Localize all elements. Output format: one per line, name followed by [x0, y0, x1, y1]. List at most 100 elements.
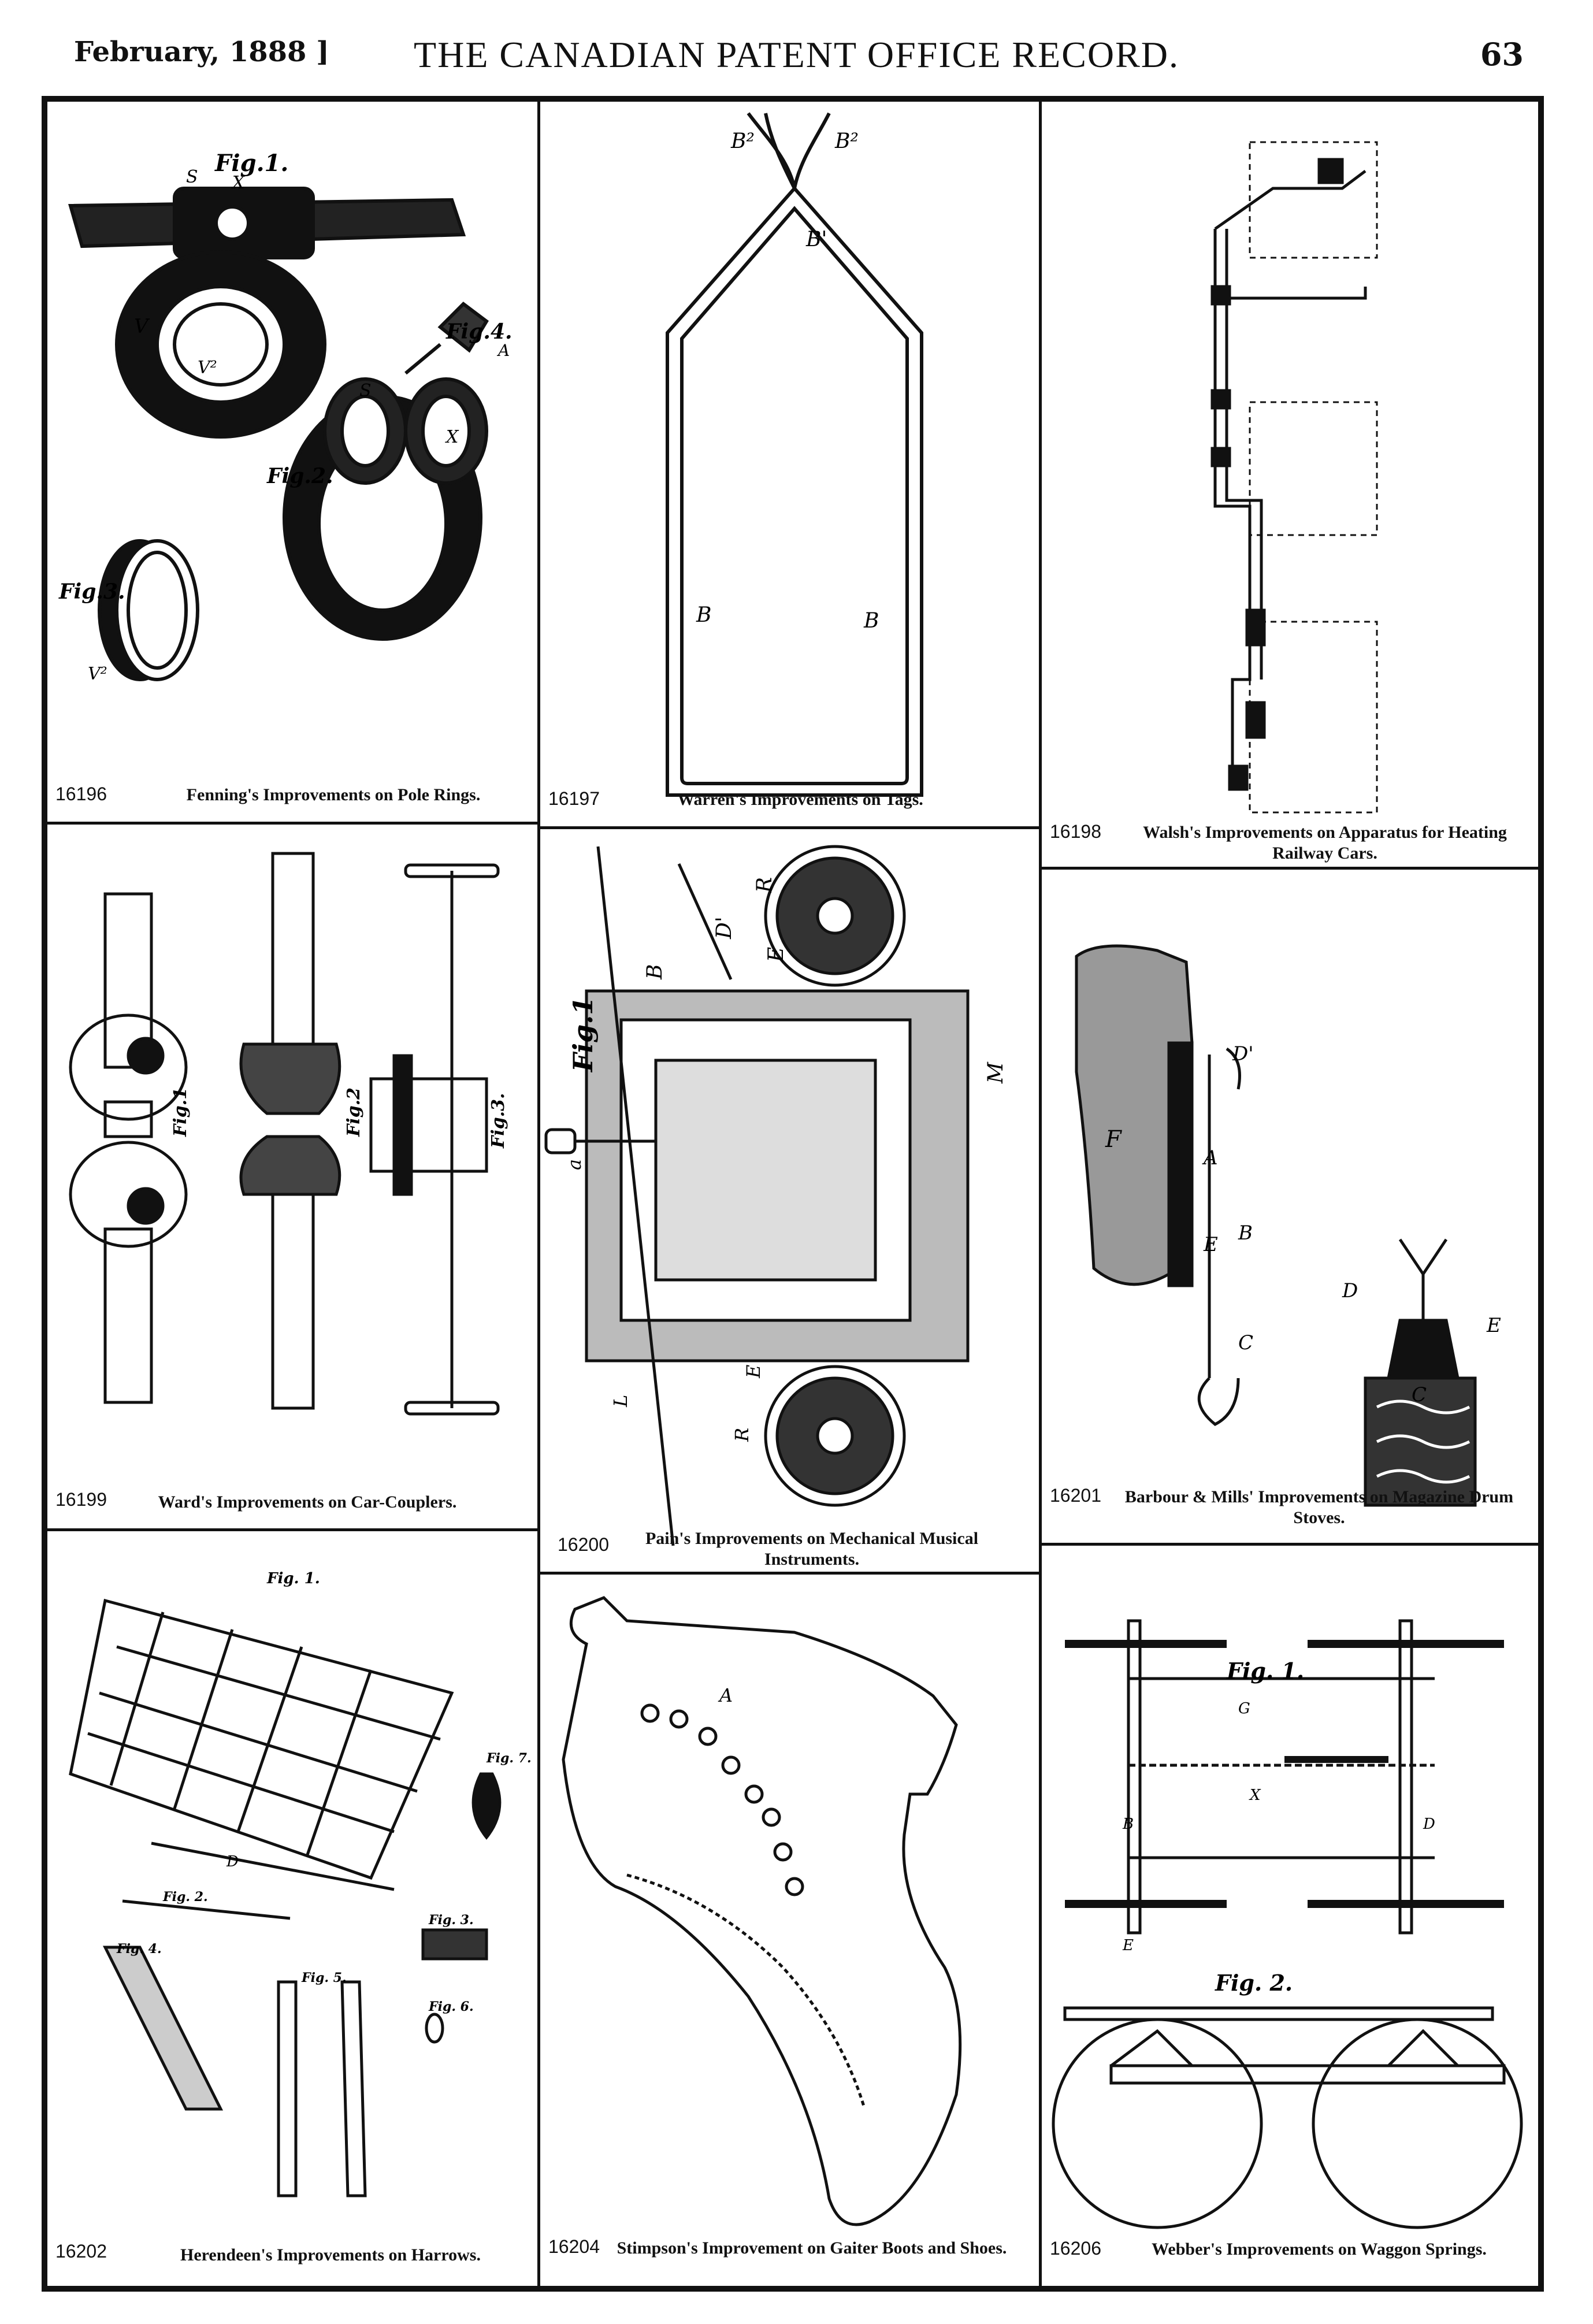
patent-caption: Fenning's Improvements on Pole Rings. [186, 785, 481, 804]
row-divider-col3-a [1041, 867, 1539, 870]
fig-label: Fig. 7. [486, 1751, 532, 1766]
part-label: B [863, 609, 879, 633]
waggon-spring-labels: Fig. 1. G X B D E Fig. 2. [1122, 1658, 1435, 1996]
pole-ring-labels: Fig.1. S X V V² Fig.4. A S X Fig.2. Fig.… [58, 150, 513, 684]
drum-stove-labels: D' F A B E C D E C [1105, 1042, 1501, 1406]
fig-label: Fig.3. [488, 1093, 508, 1149]
row-divider-col2-a [539, 826, 1040, 829]
musical-instrument-illustration [544, 845, 970, 1546]
fig-label: Fig.2 [344, 1087, 364, 1137]
musical-instrument-labels: Fig.1 B D' R E M a L E R [563, 877, 1008, 1442]
part-label: V² [198, 358, 217, 378]
part-label: E [1122, 1937, 1134, 1954]
patent-caption: Webber's Improvements on Waggon Springs. [1152, 2240, 1487, 2259]
part-label: B [1122, 1816, 1134, 1833]
patent-panel-16206: Fig. 1. G X B D E Fig. 2. 16206 Webber's… [1042, 1546, 1539, 2285]
harrow-labels: Fig. 1. Fig. 7. D Fig. 2. Fig. 3. Fig. 4… [116, 1570, 532, 2014]
patent-caption: Walsh's Improvements on Apparatus for He… [1143, 823, 1507, 863]
part-label: D [1423, 1816, 1435, 1833]
part-label: M [984, 1061, 1008, 1084]
part-label: a [563, 1159, 585, 1170]
part-label: C [1238, 1331, 1253, 1354]
part-label: R [753, 877, 777, 893]
part-label: E [742, 1365, 764, 1379]
tag-labels: B² B² B' B B [696, 129, 879, 633]
patent-number: 16199 [55, 1489, 107, 1510]
issue-date: February, 1888 ] [74, 36, 329, 68]
tag-illustration [666, 112, 923, 797]
patent-panel-16200: Fig.1 B D' R E M a L E R 16200 Pain's Im… [540, 829, 1039, 1572]
part-label: X [231, 173, 246, 193]
fig-label: Fig. 2. [1215, 1970, 1293, 1996]
fig-label: Fig.3. [58, 580, 125, 604]
part-label: D' [1232, 1042, 1254, 1066]
harrow-illustration [69, 1598, 502, 2197]
fig-label: Fig.2. [266, 464, 333, 488]
patent-caption: Ward's Improvements on Car-Couplers. [158, 1493, 457, 1512]
patent-caption: Herendeen's Improvements on Harrows. [180, 2245, 481, 2264]
column-divider-1 [537, 102, 540, 2286]
waggon-spring-illustration [1052, 1619, 1523, 2229]
fig-label: Fig.1 [567, 997, 599, 1073]
part-label: B [1238, 1222, 1253, 1245]
patent-number: 16204 [548, 2236, 600, 2257]
part-label: G [1238, 1700, 1250, 1717]
patent-panel-16202: Fig. 1. Fig. 7. D Fig. 2. Fig. 3. Fig. 4… [47, 1531, 537, 2285]
fig-label: Fig. 2. [162, 1889, 208, 1905]
row-divider-col2-b [539, 1572, 1040, 1575]
part-label: A [496, 341, 510, 360]
part-label: E [1486, 1314, 1501, 1337]
gaiter-boot-labels: A [718, 1684, 733, 1706]
part-label: B [696, 603, 711, 627]
patent-caption: Pain's Improvements on Mechanical Musica… [645, 1529, 979, 1569]
part-label: A [1202, 1146, 1218, 1170]
patent-caption: Barbour & Mills' Improvements on Magazin… [1124, 1487, 1514, 1527]
part-label: X [445, 427, 459, 447]
fig-label: Fig.4. [445, 320, 513, 344]
part-label: D [226, 1853, 239, 1870]
row-divider-col1-a [47, 822, 539, 825]
drum-stove-illustration [1075, 944, 1477, 1507]
page-number: 63 [1480, 36, 1524, 73]
fig-label: Fig. 6. [428, 1999, 474, 2014]
part-label: C [1412, 1383, 1427, 1406]
patent-panel-16199: Fig.1 Fig.2 Fig.3. 16199 Ward's Improvem… [47, 825, 537, 1528]
patent-number: 16196 [55, 784, 107, 804]
part-label: S [186, 167, 198, 187]
car-coupler-illustration [69, 852, 500, 1416]
patent-panel-16197: B² B² B' B B 16197 Warren's Improvements… [540, 102, 1039, 826]
patent-number: 16201 [1050, 1485, 1101, 1506]
patent-panel-16196: Fig.1. S X V V² Fig.4. A S X Fig.2. Fig.… [47, 102, 537, 822]
patent-panel-16198: 16198 Walsh's Improvements on Apparatus … [1042, 102, 1539, 867]
fig-label: Fig. 1. [266, 1570, 320, 1587]
part-label: D [1342, 1279, 1358, 1302]
heating-pipe-illustration [1210, 141, 1378, 814]
patent-number: 16202 [55, 2241, 107, 2262]
pole-ring-illustration [68, 187, 489, 681]
fig-label: Fig. 4. [116, 1941, 162, 1957]
column-divider-2 [1039, 102, 1042, 2286]
fig-label: Fig.1 [170, 1087, 191, 1137]
part-label: R [731, 1428, 753, 1442]
patent-number: 16206 [1050, 2238, 1101, 2259]
part-label: F [1105, 1126, 1122, 1153]
plate-frame [42, 96, 1544, 2292]
part-label: L [610, 1395, 632, 1408]
patent-caption: Warren's Improvements on Tags. [677, 790, 923, 809]
part-label: B' [805, 228, 827, 251]
patent-number: 16200 [558, 1534, 609, 1555]
fig-label: Fig. 5. [301, 1970, 347, 1985]
page-header: February, 1888 ] THE CANADIAN PATENT OFF… [0, 0, 1593, 92]
publication-title: THE CANADIAN PATENT OFFICE RECORD. [414, 34, 1179, 75]
gaiter-boot-illustration [562, 1596, 962, 2226]
row-divider-col3-b [1041, 1543, 1539, 1546]
part-label: E [1203, 1233, 1218, 1256]
fig-label: Fig. 1. [1226, 1658, 1304, 1684]
patent-number: 16198 [1050, 821, 1101, 842]
fig-label: Fig. 3. [428, 1913, 474, 1928]
part-label: S [359, 381, 372, 401]
part-label: B² [730, 129, 755, 153]
part-label: B [643, 964, 667, 980]
patent-panel-16201: D' F A B E C D E C 16201 Barbour & Mills… [1042, 870, 1539, 1543]
patent-caption: Stimpson's Improvement on Gaiter Boots a… [617, 2238, 1007, 2258]
